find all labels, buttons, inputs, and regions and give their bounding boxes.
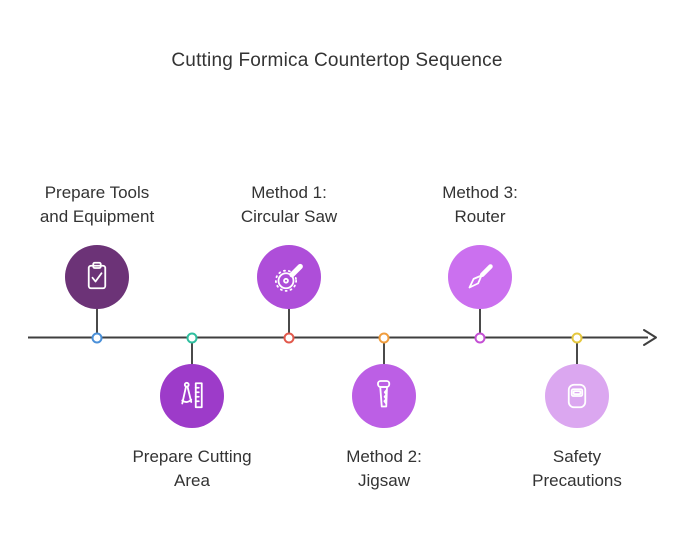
step-circle	[352, 364, 416, 428]
step-label: Method 2: Jigsaw	[346, 447, 422, 490]
timeline-arrowhead-icon	[643, 329, 657, 346]
step-label: Safety Precautions	[532, 447, 622, 490]
timeline-marker-dot	[91, 332, 103, 344]
step-connector	[383, 338, 385, 365]
timeline-marker-dot	[474, 332, 486, 344]
step-circle	[160, 364, 224, 428]
step-connector	[288, 308, 290, 338]
drafting-compass-icon	[181, 381, 203, 409]
step-label: Method 3: Router	[442, 183, 518, 226]
safety-mask-icon	[567, 383, 587, 409]
step-connector	[479, 308, 481, 338]
handsaw-icon	[377, 380, 391, 408]
step-circle	[545, 364, 609, 428]
diagram-title: Cutting Formica Countertop Sequence	[171, 50, 503, 71]
timeline-marker-dot	[186, 332, 198, 344]
step-label: Prepare Cutting Area	[132, 447, 252, 490]
timeline-marker-dot	[378, 332, 390, 344]
step-connector	[191, 338, 193, 365]
step-circle	[448, 245, 512, 309]
clipboard-check-icon	[87, 261, 107, 290]
step-connector	[576, 338, 578, 365]
step-connector	[96, 308, 98, 338]
timeline-marker-dot	[571, 332, 583, 344]
utility-knife-icon	[468, 264, 493, 289]
timeline-marker-dot	[283, 332, 295, 344]
step-label: Prepare Tools and Equipment	[39, 183, 155, 226]
step-label: Method 1: Circular Saw	[240, 183, 338, 226]
step-circle	[65, 245, 129, 309]
circular-saw-icon	[274, 263, 303, 292]
step-circle	[257, 245, 321, 309]
